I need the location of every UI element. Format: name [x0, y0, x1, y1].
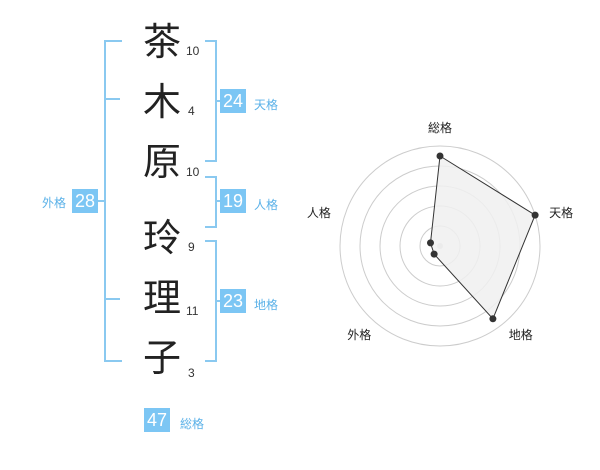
gaikaku-score: 28: [72, 189, 99, 213]
jinkaku-label: 人格: [254, 198, 279, 212]
radar-axis-label-1: 総格: [428, 120, 452, 135]
gaikaku-connector: [98, 200, 106, 202]
tenkaku-label: 天格: [254, 98, 279, 112]
radar-point-3: [489, 315, 497, 323]
radar-grid-ring: [339, 145, 541, 347]
chikaku-label: 地格: [254, 298, 279, 312]
name-char-5: 理: [142, 276, 181, 320]
radar-axis-label-5: 人格: [307, 205, 331, 220]
tenkaku-connector: [215, 100, 223, 102]
jinkaku-bracket: [205, 176, 217, 228]
name-char-6: 子: [142, 336, 181, 380]
soukaku-label: 総格: [180, 417, 205, 431]
gaikaku-bracket: [104, 40, 122, 362]
stroke-count-5: 11: [186, 304, 199, 318]
name-char-4: 玲: [142, 216, 181, 260]
gaikaku-bracket-tick: [104, 298, 120, 300]
gaikaku-label: 外格: [42, 196, 67, 210]
radar-point-5: [426, 239, 434, 247]
radar-point-1: [436, 152, 444, 160]
stroke-count-3: 10: [186, 165, 200, 179]
name-char-2: 木: [142, 80, 181, 124]
name-char-3: 原: [142, 140, 181, 184]
stroke-count-1: 10: [186, 44, 200, 58]
tenkaku-score: 24: [220, 89, 247, 113]
radar-point-4: [430, 250, 438, 258]
name-char-1: 茶: [142, 20, 181, 64]
radar-axis-label-3: 地格: [509, 327, 533, 342]
stroke-count-6: 3: [188, 366, 195, 380]
jinkaku-connector: [215, 200, 223, 202]
gaikaku-bracket-tick: [104, 98, 120, 100]
jinkaku-score: 19: [220, 189, 247, 213]
radar-series-polygon: [429, 155, 536, 320]
radar-axis-label-2: 天格: [549, 205, 573, 220]
stroke-count-4: 9: [188, 240, 195, 254]
soukaku-score: 47: [144, 408, 171, 432]
radar-axis-label-4: 外格: [347, 327, 371, 342]
stroke-count-2: 4: [188, 104, 195, 118]
chikaku-connector: [215, 300, 223, 302]
chikaku-score: 23: [220, 289, 247, 313]
radar-point-2: [531, 211, 539, 219]
